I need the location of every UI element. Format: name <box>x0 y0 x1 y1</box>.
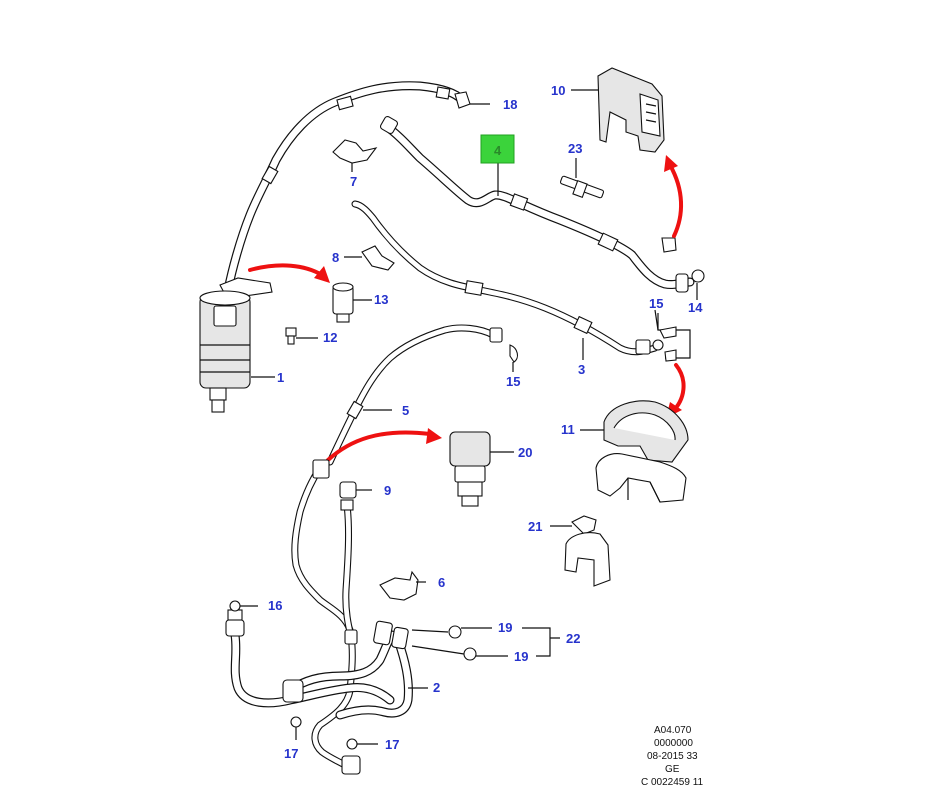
part-label-17-right[interactable]: 17 <box>385 737 399 752</box>
part-label-9[interactable]: 9 <box>384 483 391 498</box>
part-label-13[interactable]: 13 <box>374 292 388 307</box>
pressure-switch-large <box>449 431 514 507</box>
part-label-22[interactable]: 22 <box>566 631 580 646</box>
ref-line-1: A04.070 <box>654 725 692 736</box>
part-label-15-upper[interactable]: 15 <box>649 296 663 311</box>
pipe-5 <box>326 324 519 466</box>
ref-line-4: GE <box>665 764 680 775</box>
part-label-2[interactable]: 2 <box>433 680 440 695</box>
pipe-3 <box>351 200 659 360</box>
part-label-6[interactable]: 6 <box>438 575 445 590</box>
ref-line-5: C 0022459 11 <box>641 777 704 787</box>
bracket-10 <box>571 67 677 253</box>
part-label-20[interactable]: 20 <box>518 445 532 460</box>
arrow-to-bracket <box>664 155 684 238</box>
part-label-21[interactable]: 21 <box>528 519 542 534</box>
pressure-switch-small <box>332 282 372 323</box>
part-label-3[interactable]: 3 <box>578 362 585 377</box>
pipe-upper-left <box>223 81 471 295</box>
part-label-11[interactable]: 11 <box>561 422 575 437</box>
bracket-6 <box>379 570 426 601</box>
arrow-to-switch-20 <box>326 428 442 462</box>
o-rings-lower <box>229 600 560 750</box>
clip-8 <box>344 245 395 271</box>
part-label-8[interactable]: 8 <box>332 250 339 265</box>
part-label-14[interactable]: 14 <box>688 300 703 315</box>
valve-core <box>559 158 605 199</box>
pipe-2 <box>225 609 428 720</box>
part-label-12[interactable]: 12 <box>323 330 337 345</box>
nut-9 <box>339 481 372 499</box>
part-label-15-lower[interactable]: 15 <box>506 374 520 389</box>
part-label-16[interactable]: 16 <box>268 598 282 613</box>
part-label-4[interactable]: 4 <box>494 143 502 158</box>
pipe-4 <box>379 115 695 293</box>
part-labels: 1 2 3 4 5 6 7 8 9 10 11 12 13 14 15 15 1… <box>268 83 703 761</box>
part-label-10[interactable]: 10 <box>551 83 565 98</box>
receiver-drier <box>199 277 275 413</box>
o-rings-right <box>652 269 705 362</box>
part-label-18[interactable]: 18 <box>503 97 517 112</box>
pipe-lower <box>291 459 361 775</box>
highlight-part-4 <box>480 134 515 164</box>
clip-21 <box>550 515 611 587</box>
reference-block: A04.070 0000000 08-2015 33 GE C 0022459 … <box>641 725 704 787</box>
part-label-7[interactable]: 7 <box>350 174 357 189</box>
part-label-19-lower[interactable]: 19 <box>514 649 528 664</box>
ref-line-3: 08-2015 33 <box>647 751 698 762</box>
ref-line-2: 0000000 <box>654 738 693 749</box>
part-label-1[interactable]: 1 <box>277 370 284 385</box>
part-label-19-upper[interactable]: 19 <box>498 620 512 635</box>
arrow-to-switch <box>248 263 330 283</box>
part-label-5[interactable]: 5 <box>402 403 409 418</box>
part-label-23[interactable]: 23 <box>568 141 582 156</box>
part-label-17-left[interactable]: 17 <box>284 746 298 761</box>
bracket-7 <box>332 139 378 172</box>
bracket-11 <box>580 400 689 503</box>
bolt <box>285 327 318 345</box>
